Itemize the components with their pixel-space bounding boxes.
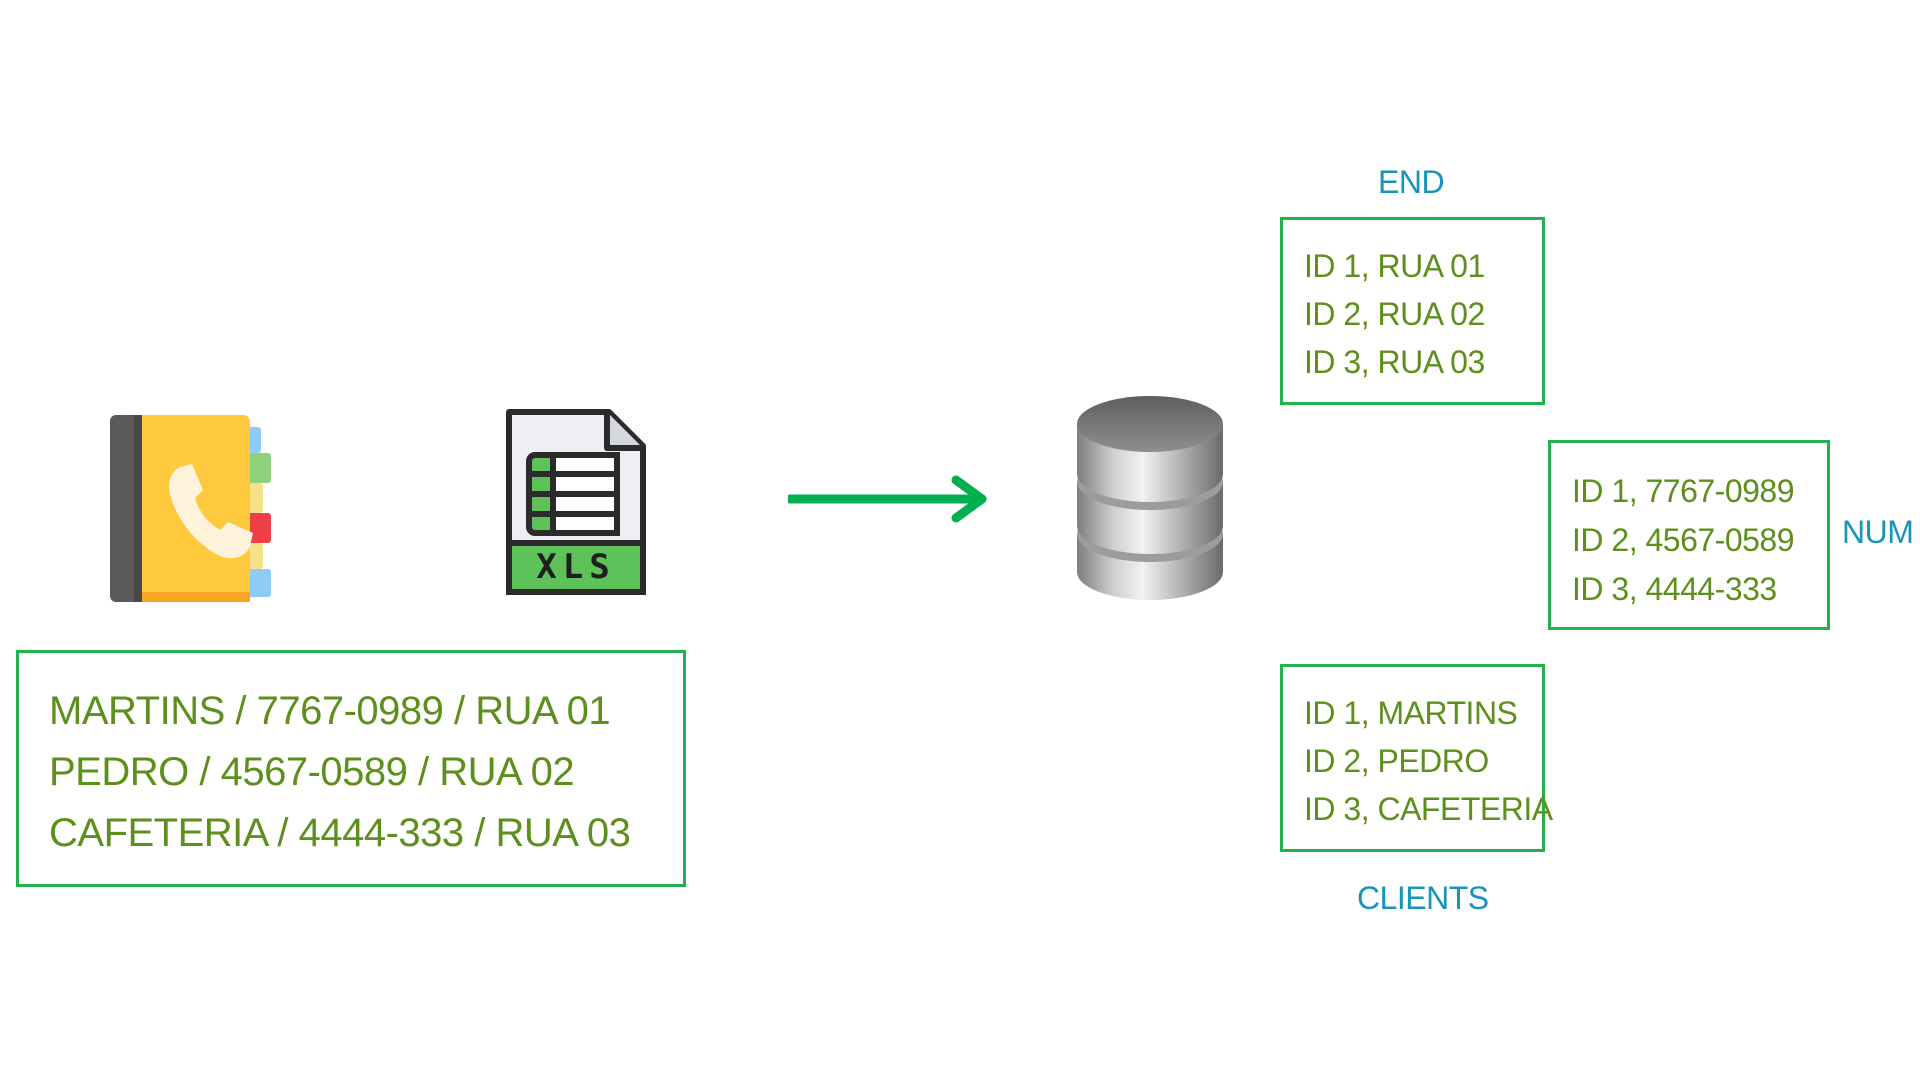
source-data-box: MARTINS / 7767-0989 / RUA 01 PEDRO / 456…: [16, 650, 686, 887]
database-icon: [1075, 392, 1225, 604]
end-table-row: ID 3, RUA 03: [1304, 344, 1485, 380]
right-arrow-icon: [785, 474, 993, 524]
end-table-row: ID 1, RUA 01: [1304, 248, 1485, 284]
xls-file-label: XLS: [536, 547, 616, 587]
num-table-row: ID 2, 4567-0589: [1572, 522, 1795, 558]
phone-book-icon: [108, 412, 278, 602]
clients-table-box: ID 1, MARTINS ID 2, PEDRO ID 3, CAFETERI…: [1280, 664, 1553, 852]
xls-file-icon: XLS: [503, 408, 648, 600]
clients-table-row: ID 1, MARTINS: [1304, 695, 1518, 731]
end-table-row: ID 2, RUA 02: [1304, 296, 1485, 332]
clients-table-row: ID 3, CAFETERIA: [1304, 791, 1553, 827]
num-table-row: ID 1, 7767-0989: [1572, 473, 1795, 509]
num-table-box: ID 1, 7767-0989 ID 2, 4567-0589 ID 3, 44…: [1548, 440, 1830, 630]
source-row: PEDRO / 4567-0589 / RUA 02: [49, 750, 575, 794]
num-table-row: ID 3, 4444-333: [1572, 571, 1777, 607]
end-table-box: ID 1, RUA 01 ID 2, RUA 02 ID 3, RUA 03: [1280, 217, 1545, 405]
clients-table-label: CLIENTS: [1357, 880, 1489, 916]
source-row: MARTINS / 7767-0989 / RUA 01: [49, 689, 611, 733]
source-row: CAFETERIA / 4444-333 / RUA 03: [49, 811, 631, 855]
end-table-label: END: [1378, 164, 1445, 200]
num-table-label: NUM: [1842, 514, 1914, 550]
clients-table-row: ID 2, PEDRO: [1304, 743, 1489, 779]
